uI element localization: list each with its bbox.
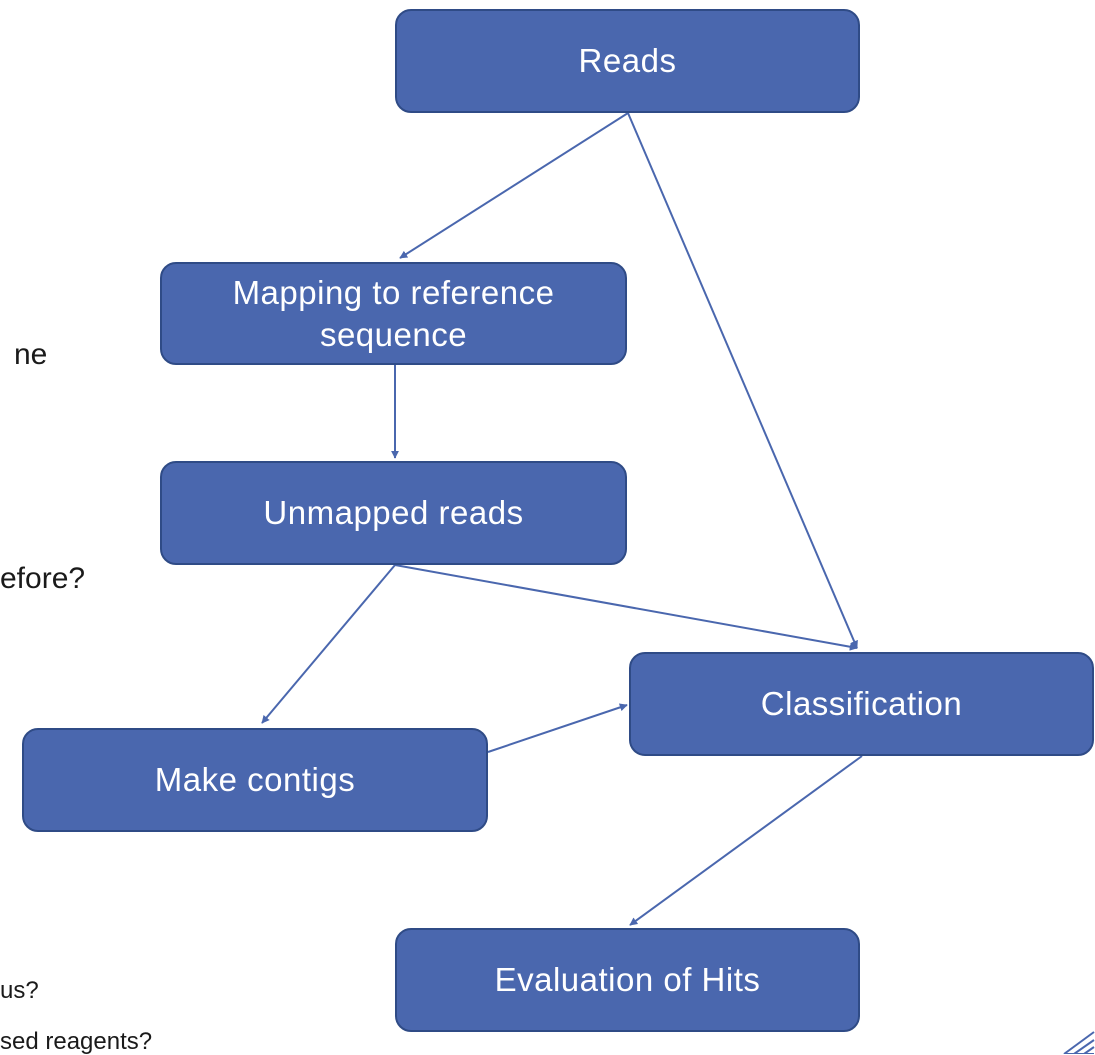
edge-classification-to-evaluation xyxy=(629,755,863,926)
node-evaluation-of-hits: Evaluation of Hits xyxy=(395,928,860,1032)
cut-off-text-3: us? xyxy=(0,977,39,1004)
node-reads-label: Reads xyxy=(578,42,677,80)
node-reads: Reads xyxy=(395,9,860,113)
edge-unmapped-to-classification xyxy=(394,564,858,651)
node-make-contigs: Make contigs xyxy=(22,728,488,832)
cut-off-text-4: sed reagents? xyxy=(0,1028,153,1055)
cut-off-text-1: ne xyxy=(14,338,48,371)
edge-unmapped-to-contigs xyxy=(261,564,396,724)
edge-reads-to-mapping xyxy=(399,112,629,259)
node-unmapped-label: Unmapped reads xyxy=(263,494,524,532)
edge-contigs-to-classification xyxy=(487,703,628,753)
node-classification-label: Classification xyxy=(760,685,963,723)
partial-logo-icon xyxy=(1063,1031,1095,1054)
edge-reads-to-classification xyxy=(627,112,858,649)
node-unmapped-reads: Unmapped reads xyxy=(160,461,627,565)
node-classification: Classification xyxy=(629,652,1094,756)
node-evaluation-label: Evaluation of Hits xyxy=(494,961,761,999)
node-mapping: Mapping to reference sequence xyxy=(160,262,627,365)
node-contigs-label: Make contigs xyxy=(154,761,356,799)
node-mapping-label: Mapping to reference sequence xyxy=(232,274,555,353)
cut-off-text-2: efore? xyxy=(0,562,86,595)
